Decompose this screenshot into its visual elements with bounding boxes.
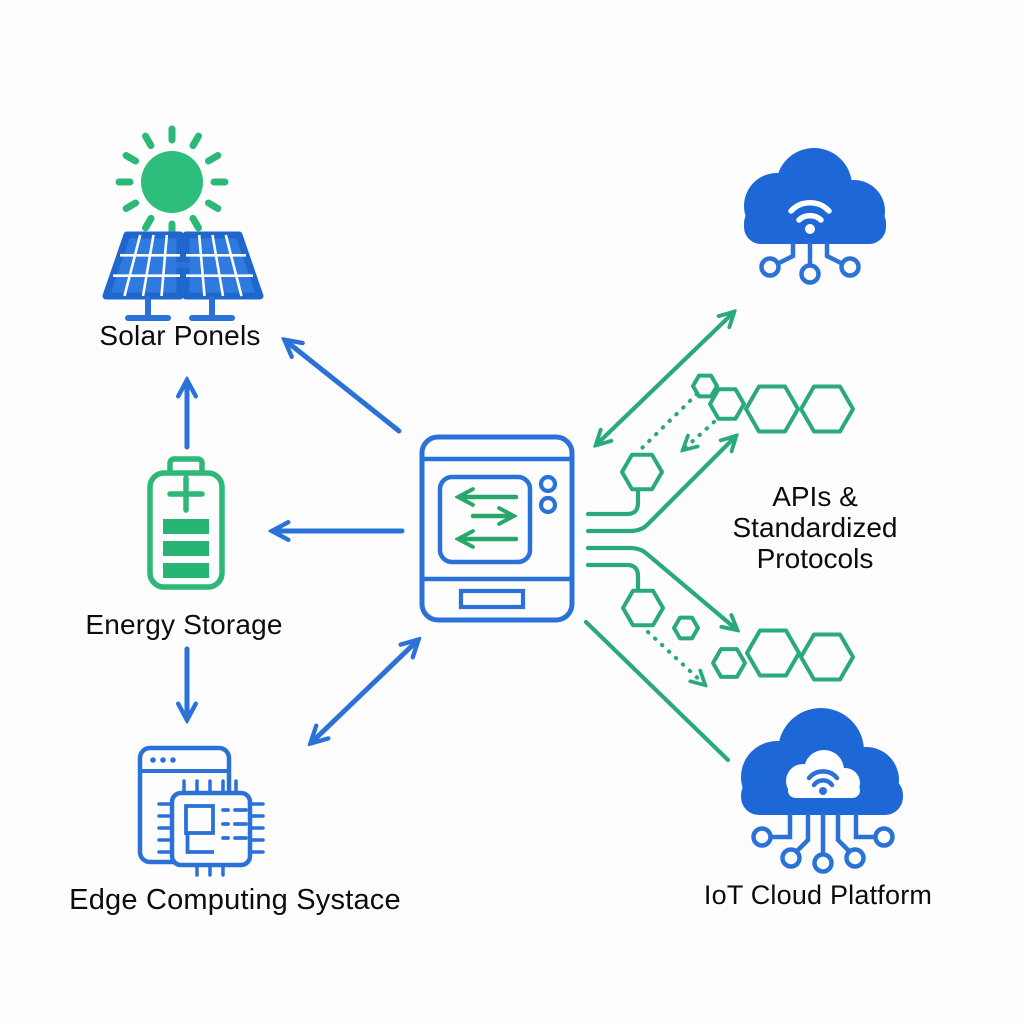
edge-computing-label: Edge Computing Systace — [69, 884, 401, 916]
dotted-line-top — [639, 392, 699, 451]
hexagon-icon — [711, 647, 747, 679]
apis-label-line3: Protocols — [756, 543, 874, 574]
hexagon-icon — [672, 615, 700, 641]
hexagon-icon — [620, 452, 664, 492]
trace-to-hexagon-top — [585, 489, 641, 517]
line-gateway-to-iot-cloud — [583, 619, 731, 763]
dotted-links — [639, 392, 716, 684]
trace-arrow-up-right — [585, 437, 735, 534]
battery-icon — [147, 456, 225, 590]
dotted-arrow-bottom — [646, 630, 704, 684]
blue-arrows — [187, 341, 417, 742]
apis-protocols-label: APIs & Standardized Protocols — [732, 481, 897, 574]
hexagon-icon — [708, 387, 746, 421]
hexagon-icon — [799, 384, 855, 434]
solar-panels-icon — [102, 231, 264, 321]
arrow-gateway-edge-bidirectional — [312, 641, 417, 742]
trace-arrow-down-right — [585, 545, 736, 629]
sun-icon — [115, 125, 229, 239]
hexagon-icon — [691, 373, 719, 399]
cloud-wifi-nodes-icon — [744, 148, 886, 285]
arrow-gateway-to-solar — [286, 341, 402, 434]
solar-panels-label: Solar Ponels — [99, 320, 261, 351]
apis-label-line1: APIs & — [772, 481, 858, 512]
trace-to-hexagon-bottom — [585, 562, 641, 592]
iot-cloud-wifi-circuit-icon — [741, 708, 903, 874]
hexagon-icon — [745, 628, 801, 678]
iot-cloud-platform-label: IoT Cloud Platform — [703, 880, 933, 910]
hexagon-icon — [621, 588, 665, 628]
green-links — [583, 313, 736, 763]
hexagon-icon — [799, 632, 855, 682]
data-exchange-arrows-icon — [460, 497, 519, 539]
browser-chip-icon — [137, 745, 265, 877]
wifi-icon — [788, 200, 832, 223]
gateway-data-exchange-icon — [419, 434, 575, 623]
apis-label-line2: Standardized — [732, 512, 898, 543]
wifi-icon — [806, 769, 840, 788]
hexagon-icon — [744, 384, 800, 434]
dotted-arrow-top — [684, 420, 716, 449]
hexagon-protocol-icons — [620, 373, 855, 682]
arrow-gateway-cloud-bidirectional — [597, 313, 733, 444]
energy-storage-label: Energy Storage — [85, 609, 283, 640]
